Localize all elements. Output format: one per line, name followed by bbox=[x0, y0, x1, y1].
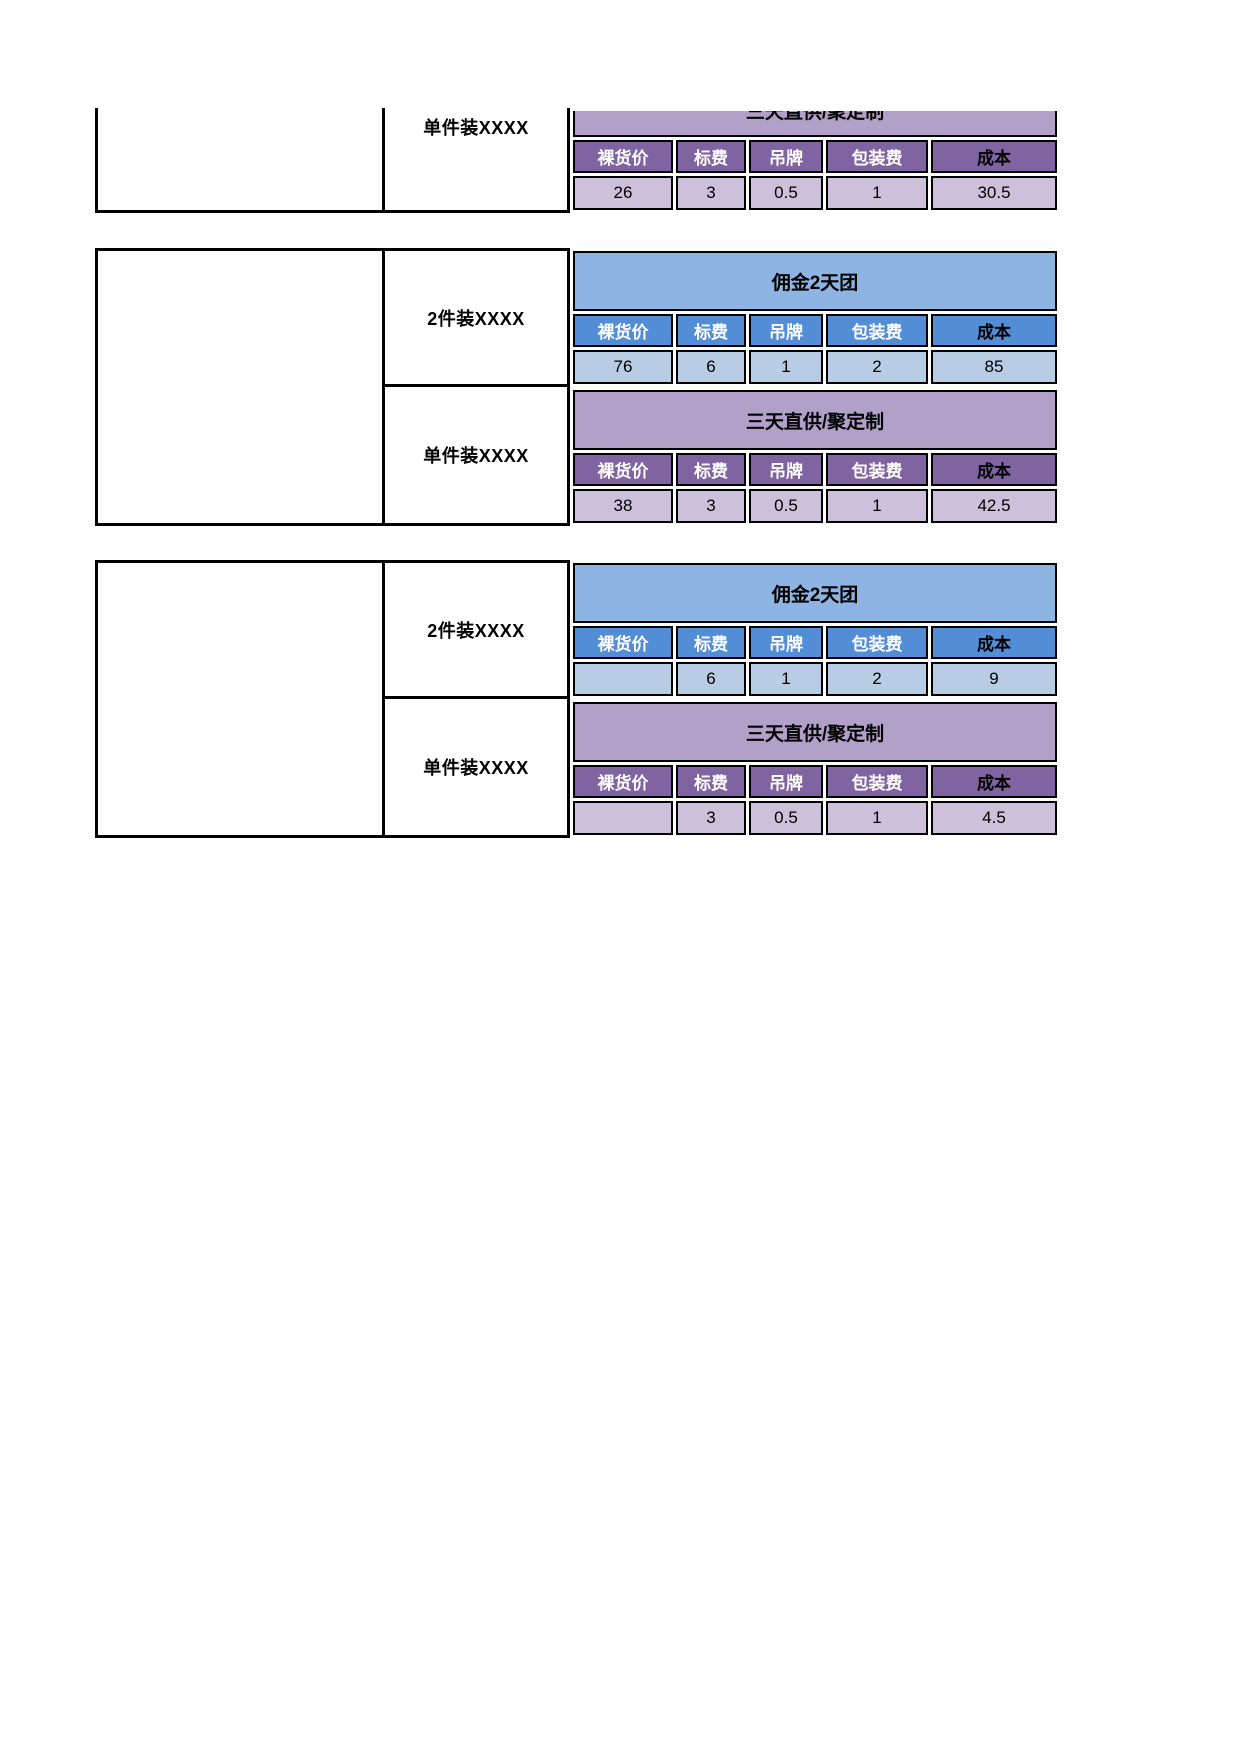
col-header-bare-price: 裸货价 bbox=[573, 140, 673, 173]
value-label-fee: 3 bbox=[676, 801, 746, 835]
pricing-block-3: 2件装XXXX 佣金2天团 裸货价 标费 吊牌 包装费 成本 bbox=[95, 560, 1060, 838]
product-name-cell: 2件装XXXX bbox=[385, 560, 570, 699]
product-name-cell: 单件装XXXX bbox=[385, 108, 570, 213]
channel-band: 三天直供/聚定制 bbox=[573, 111, 1057, 137]
col-header-hangtag: 吊牌 bbox=[749, 314, 823, 347]
col-header-label-fee: 标费 bbox=[676, 765, 746, 798]
cost-table: 佣金2天团 裸货价 标费 吊牌 包装费 成本 76 6 1 2 bbox=[570, 248, 1060, 387]
product-name-label: 单件装XXXX bbox=[423, 446, 529, 466]
col-header-cost: 成本 bbox=[931, 453, 1057, 486]
channel-band-label: 三天直供/聚定制 bbox=[745, 111, 885, 123]
channel-band: 佣金2天团 bbox=[573, 251, 1057, 311]
value-hangtag: 0.5 bbox=[749, 489, 823, 523]
value-cost: 85 bbox=[931, 350, 1057, 384]
product-name-cell: 单件装XXXX bbox=[385, 387, 570, 526]
value-cost: 9 bbox=[931, 662, 1057, 696]
cost-table: 三天直供/聚定制 裸货价 标费 吊牌 包装费 成本 26 3 0.5 bbox=[570, 108, 1060, 213]
col-header-cost: 成本 bbox=[931, 314, 1057, 347]
value-packaging-fee: 1 bbox=[826, 176, 928, 210]
value-hangtag: 1 bbox=[749, 350, 823, 384]
col-header-packaging-fee: 包装费 bbox=[826, 765, 928, 798]
col-header-cost: 成本 bbox=[931, 140, 1057, 173]
empty-note-cell bbox=[95, 248, 385, 526]
product-name-label: 2件装XXXX bbox=[427, 308, 525, 329]
col-header-packaging-fee: 包装费 bbox=[826, 626, 928, 659]
value-hangtag: 0.5 bbox=[749, 176, 823, 210]
col-header-bare-price: 裸货价 bbox=[573, 765, 673, 798]
col-header-hangtag: 吊牌 bbox=[749, 140, 823, 173]
empty-note-cell bbox=[95, 108, 385, 213]
col-header-hangtag: 吊牌 bbox=[749, 453, 823, 486]
pricing-section: 2件装XXXX 佣金2天团 裸货价 标费 吊牌 包装费 成本 bbox=[385, 560, 1060, 699]
col-header-hangtag: 吊牌 bbox=[749, 626, 823, 659]
pricing-block-1: 单件装XXXX 三天直供/聚定制 裸货价 标费 吊牌 包装费 成本 bbox=[95, 108, 1060, 213]
channel-band-label: 佣金2天团 bbox=[771, 272, 859, 294]
value-label-fee: 3 bbox=[676, 176, 746, 210]
channel-band-label: 三天直供/聚定制 bbox=[745, 411, 885, 433]
value-label-fee: 3 bbox=[676, 489, 746, 523]
value-bare-price: 76 bbox=[573, 350, 673, 384]
pricing-section: 单件装XXXX 三天直供/聚定制 裸货价 标费 吊牌 包装费 成本 bbox=[385, 387, 1060, 526]
value-hangtag: 1 bbox=[749, 662, 823, 696]
value-bare-price: 38 bbox=[573, 489, 673, 523]
col-header-label-fee: 标费 bbox=[676, 314, 746, 347]
empty-note-cell bbox=[95, 560, 385, 838]
cost-table: 佣金2天团 裸货价 标费 吊牌 包装费 成本 6 1 2 bbox=[570, 560, 1060, 699]
channel-band: 三天直供/聚定制 bbox=[573, 390, 1057, 450]
product-name-cell: 单件装XXXX bbox=[385, 699, 570, 838]
value-hangtag: 0.5 bbox=[749, 801, 823, 835]
pricing-section: 单件装XXXX 三天直供/聚定制 裸货价 标费 吊牌 包装费 成本 bbox=[385, 108, 1060, 213]
col-header-label-fee: 标费 bbox=[676, 453, 746, 486]
value-cost: 30.5 bbox=[931, 176, 1057, 210]
value-cost: 4.5 bbox=[931, 801, 1057, 835]
channel-band-label: 三天直供/聚定制 bbox=[745, 723, 885, 745]
col-header-bare-price: 裸货价 bbox=[573, 626, 673, 659]
value-packaging-fee: 2 bbox=[826, 350, 928, 384]
col-header-cost: 成本 bbox=[931, 626, 1057, 659]
value-packaging-fee: 1 bbox=[826, 801, 928, 835]
cost-table: 三天直供/聚定制 裸货价 标费 吊牌 包装费 成本 3 0.5 1 bbox=[570, 699, 1060, 838]
col-header-packaging-fee: 包装费 bbox=[826, 453, 928, 486]
value-label-fee: 6 bbox=[676, 350, 746, 384]
value-bare-price bbox=[573, 801, 673, 835]
pricing-section: 单件装XXXX 三天直供/聚定制 裸货价 标费 吊牌 包装费 成本 bbox=[385, 699, 1060, 838]
col-header-packaging-fee: 包装费 bbox=[826, 140, 928, 173]
channel-band: 三天直供/聚定制 bbox=[573, 702, 1057, 762]
channel-band-label: 佣金2天团 bbox=[771, 584, 859, 606]
col-header-packaging-fee: 包装费 bbox=[826, 314, 928, 347]
value-label-fee: 6 bbox=[676, 662, 746, 696]
col-header-label-fee: 标费 bbox=[676, 140, 746, 173]
pricing-section: 2件装XXXX 佣金2天团 裸货价 标费 吊牌 包装费 成本 bbox=[385, 248, 1060, 387]
value-packaging-fee: 2 bbox=[826, 662, 928, 696]
value-cost: 42.5 bbox=[931, 489, 1057, 523]
col-header-bare-price: 裸货价 bbox=[573, 314, 673, 347]
col-header-cost: 成本 bbox=[931, 765, 1057, 798]
product-name-label: 单件装XXXX bbox=[423, 758, 529, 778]
channel-band: 佣金2天团 bbox=[573, 563, 1057, 623]
col-header-bare-price: 裸货价 bbox=[573, 453, 673, 486]
value-packaging-fee: 1 bbox=[826, 489, 928, 523]
pricing-block-2: 2件装XXXX 佣金2天团 裸货价 标费 吊牌 包装费 成本 bbox=[95, 248, 1060, 526]
product-name-cell: 2件装XXXX bbox=[385, 248, 570, 387]
col-header-label-fee: 标费 bbox=[676, 626, 746, 659]
cost-table: 三天直供/聚定制 裸货价 标费 吊牌 包装费 成本 38 3 0.5 bbox=[570, 387, 1060, 526]
product-name-label: 2件装XXXX bbox=[427, 620, 525, 641]
col-header-hangtag: 吊牌 bbox=[749, 765, 823, 798]
product-name-label: 单件装XXXX bbox=[423, 118, 529, 138]
value-bare-price bbox=[573, 662, 673, 696]
value-bare-price: 26 bbox=[573, 176, 673, 210]
